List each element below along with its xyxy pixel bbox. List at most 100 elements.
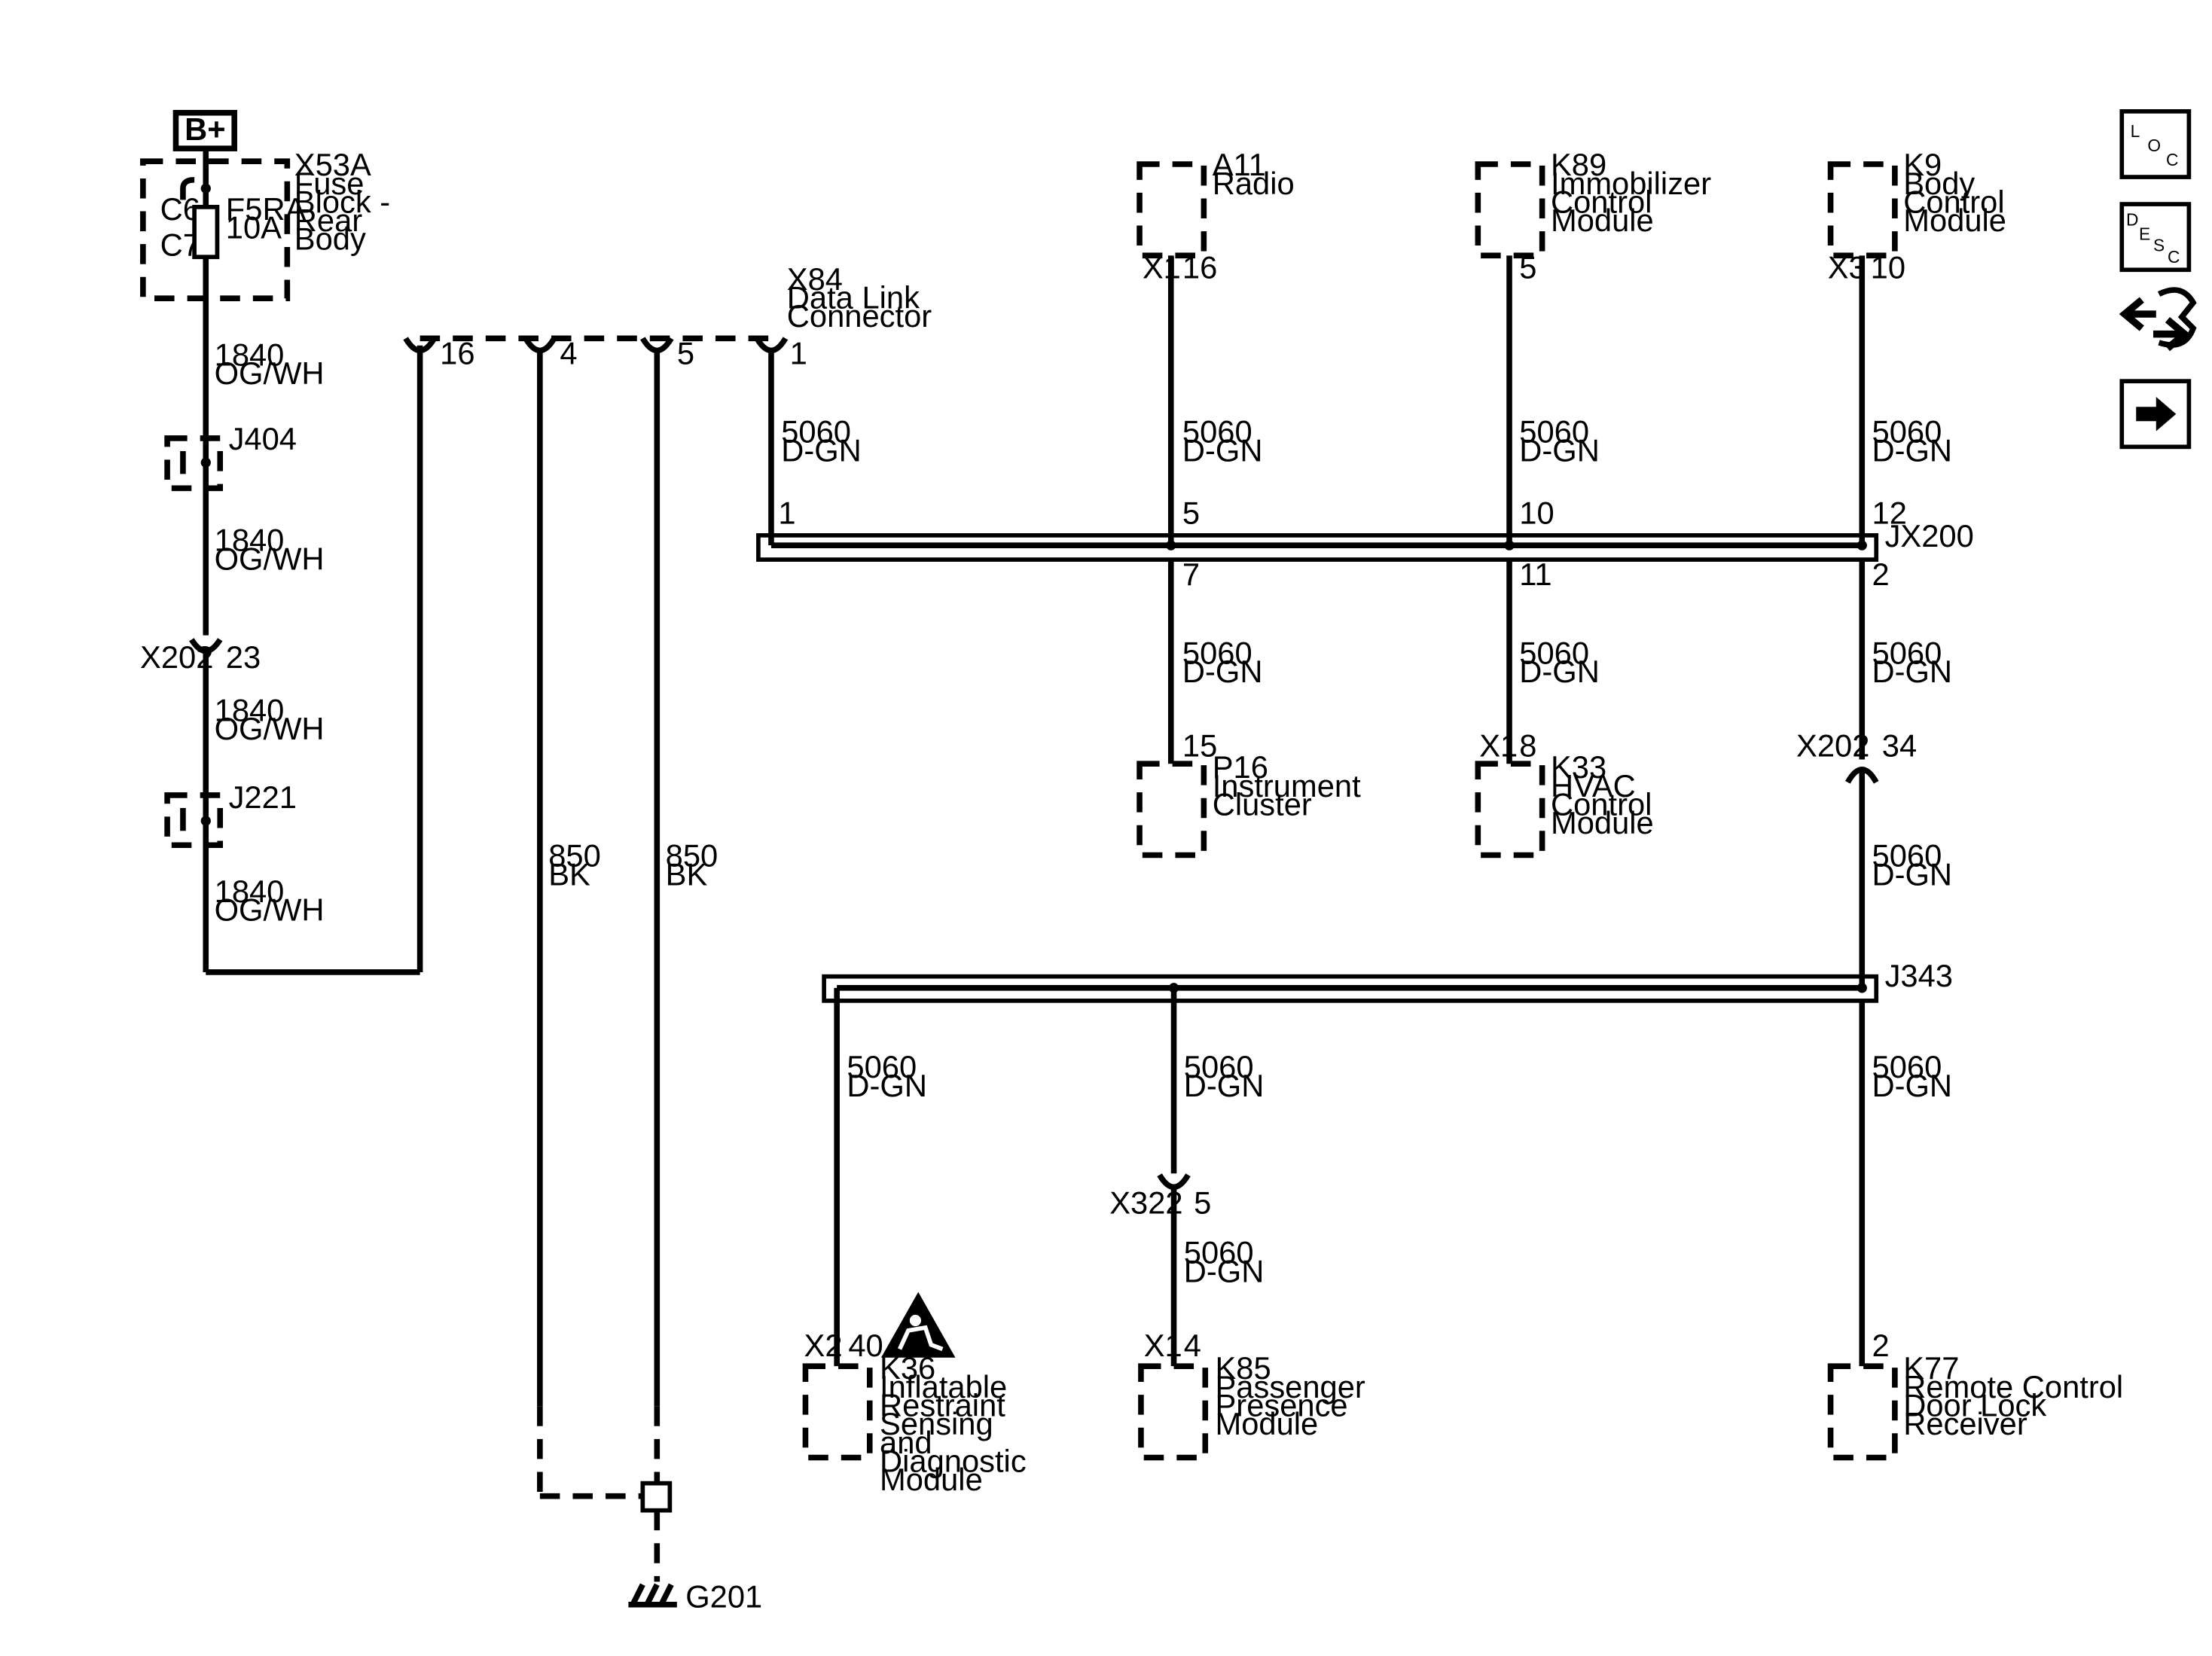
pwr-seg4-circuit: 1840 (215, 874, 285, 909)
k85-name-1: Passenger (1216, 1369, 1365, 1404)
k33-pin: 8 (1519, 728, 1536, 764)
k9-down-seg2-color: D-GN (1872, 856, 1953, 892)
k89-color: D-GN (1519, 432, 1600, 468)
k77-color: D-GN (1872, 1068, 1953, 1103)
a11-pin: 16 (1182, 250, 1217, 285)
fuse-block-name-3: Rear (294, 203, 362, 238)
k33-connector: X1 (1479, 728, 1518, 764)
splice-j404: J404 (164, 421, 297, 492)
k9-down-seg1-circuit: 5060 (1872, 635, 1942, 670)
x322-id: X322 (1109, 1185, 1182, 1220)
k9-down-seg2-circuit: 5060 (1872, 838, 1942, 874)
loc-letter-1: L (2131, 121, 2140, 141)
module-p16-instrument-cluster: 5060 D-GN 15 P16 Instrument Cluster (1137, 560, 1361, 858)
pwr-seg3-circuit: 1840 (215, 692, 285, 727)
fuse-block-x53a: X53A Fuse Block - Rear Body C6 C7 F5RA 1… (140, 147, 390, 301)
p16-name-2: Cluster (1213, 786, 1312, 822)
k85-name-3: Module (1216, 1406, 1319, 1441)
p16-name-1: Instrument (1213, 768, 1361, 804)
a11-color: D-GN (1182, 432, 1263, 468)
desc-letter-3: S (2153, 236, 2165, 255)
pwr-seg4-color: OG/WH (215, 892, 325, 928)
k85-circuit: 5060 (1184, 1235, 1254, 1270)
ground-id: G201 (685, 1579, 762, 1615)
airbag-warning-icon (880, 1292, 956, 1358)
k33-name-3: Module (1551, 805, 1654, 840)
description-icon (2119, 202, 2192, 273)
data-link-connector-x84: X84 Data Link Connector 16 4 5 1 (403, 261, 932, 371)
k89-pin: 5 (1519, 250, 1536, 285)
jx200-pin-11: 11 (1519, 557, 1551, 592)
dlc-pin1-color: D-GN (781, 432, 862, 468)
fuse-block-id: X53A (294, 147, 371, 182)
dlc-pin-1: 1 (790, 335, 807, 371)
a11-name-1: Radio (1213, 166, 1295, 201)
a11-circuit: 5060 (1182, 414, 1252, 450)
x202-right-id: X202 (1796, 728, 1869, 764)
x202-left-pin: 23 (226, 639, 261, 675)
splice-pack-jx200: 1 5 10 12 JX200 7 11 2 (756, 496, 1974, 592)
k33-id: K33 (1551, 749, 1606, 785)
p16-circuit: 5060 (1182, 635, 1252, 670)
k36-pin: 40 (848, 1328, 883, 1363)
pwr-seg1-color: OG/WH (215, 355, 325, 391)
desc-button[interactable]: D E S C (2119, 202, 2192, 273)
k9-color: D-GN (1872, 432, 1953, 468)
x322-pin: 5 (1194, 1185, 1211, 1220)
fuse-id: F5RA (226, 191, 307, 227)
k9-down-seg1-color: D-GN (1872, 654, 1953, 689)
jx200-pin-7: 7 (1182, 557, 1200, 592)
k33-circuit: 5060 (1519, 635, 1589, 670)
pwr-seg2-color: OG/WH (215, 541, 325, 576)
k77-id: K77 (1903, 1350, 1959, 1386)
k89-name-3: Module (1551, 203, 1654, 238)
k85-id: K85 (1216, 1350, 1271, 1386)
a11-connector: X1 (1143, 250, 1181, 285)
k36-name-2: Restraint (880, 1388, 1005, 1423)
k77-name-3: Receiver (1903, 1406, 2027, 1441)
k85-color: D-GN (1184, 1253, 1265, 1289)
k9-pin: 10 (1871, 250, 1905, 285)
gnd-pin4-circuit: 850 (548, 838, 601, 874)
jx200-pin-1: 1 (778, 496, 795, 531)
k77-name-1: Remote Control (1903, 1369, 2123, 1404)
k36-color: D-GN (847, 1068, 927, 1103)
k89-name-1: Immobilizer (1551, 166, 1711, 201)
service-button[interactable] (2119, 287, 2197, 352)
k77-name-2: Door Lock (1903, 1388, 2046, 1423)
ground-g201: G201 (628, 1579, 762, 1615)
splice-pack-j343: J343 (822, 958, 1953, 1003)
k36-connector: X2 (804, 1328, 843, 1363)
gnd-pin5-color: BK (666, 856, 708, 892)
module-k89-immobilizer: K89 Immobilizer Control Module 5 5060 D-… (1475, 147, 1711, 546)
loc-button[interactable]: L O C (2119, 109, 2192, 179)
gnd-pin5-circuit: 850 (666, 838, 719, 874)
x202-left-id: X202 (140, 639, 213, 675)
ground-wires-850: 850 BK 850 BK (537, 351, 719, 1582)
desc-letter-4: C (2168, 247, 2180, 267)
loc-letter-2: O (2147, 136, 2161, 155)
next-button[interactable] (2119, 379, 2192, 450)
k85-name-2: Presence (1216, 1388, 1348, 1423)
module-a11-radio: A11 Radio X1 16 5060 D-GN (1137, 147, 1295, 546)
k36-name-1: Inflatable (880, 1369, 1007, 1404)
loc-letter-3: C (2166, 150, 2178, 169)
dlc-pin-16: 16 (440, 335, 474, 371)
a11-id: A11 (1213, 147, 1266, 182)
fuse-block-name-2: Block - (294, 184, 390, 219)
dlc-pin-5: 5 (677, 335, 694, 371)
j221-label: J221 (229, 779, 297, 815)
dlc-id: X84 (787, 261, 843, 297)
k85-connector: X1 (1144, 1328, 1182, 1363)
j343-id: J343 (1885, 958, 1953, 993)
fuse-rating: 10A (226, 210, 282, 246)
dlc-pin1-circuit: 5060 (781, 414, 851, 450)
k89-circuit: 5060 (1519, 414, 1589, 450)
k9-name-2: Control (1903, 184, 2004, 219)
p16-color: D-GN (1182, 654, 1263, 689)
k33-color: D-GN (1519, 654, 1600, 689)
k9-downstream-wire: 5060 D-GN X202 34 5060 D-GN (1796, 560, 1952, 988)
jx200-pin-2: 2 (1872, 557, 1890, 592)
module-k85-passenger-presence: 5060 D-GN X322 5 5060 D-GN X1 4 K85 Pass… (1109, 987, 1365, 1461)
